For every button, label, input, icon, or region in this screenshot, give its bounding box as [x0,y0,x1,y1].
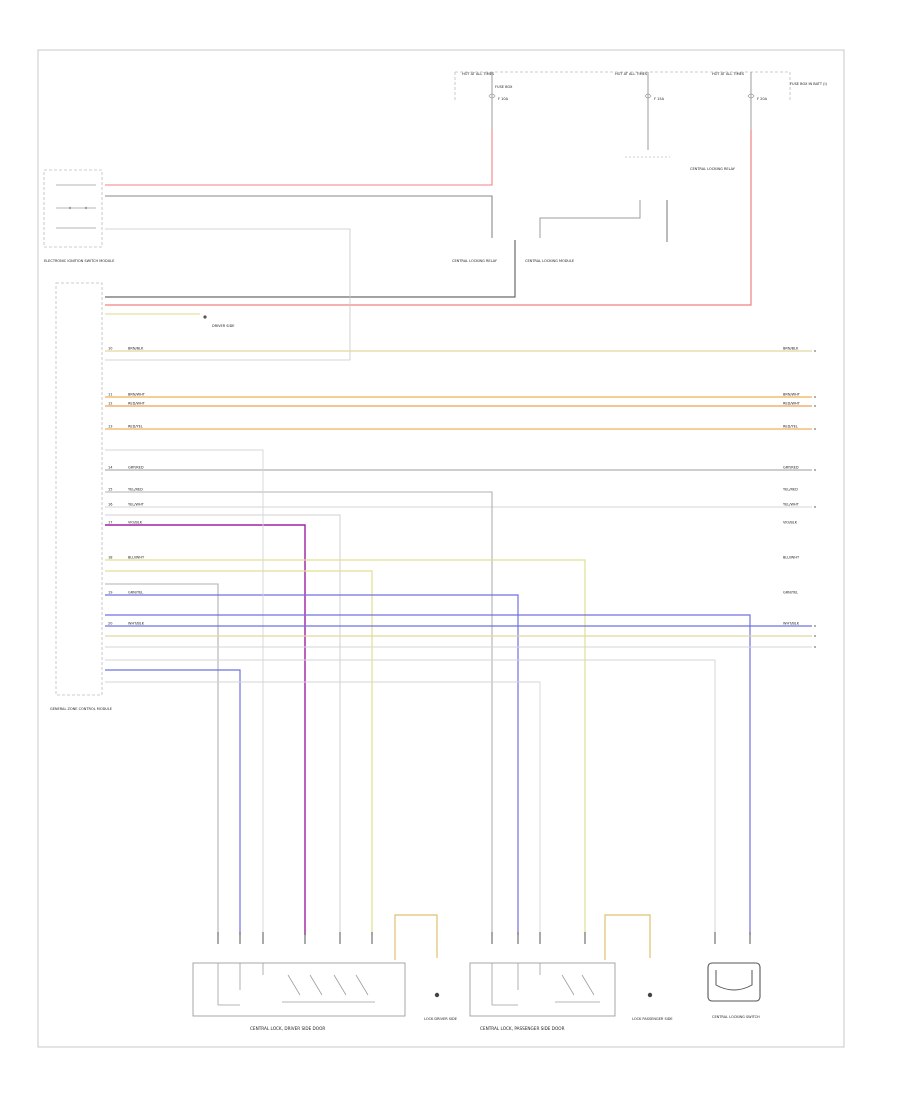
wire-color-label: VIO/BLK [128,521,143,525]
central-locking-switch-label: CENTRAL LOCKING SWITCH [712,1015,760,1019]
fuse-box-note: FUSE BOX IN BATT (I) [790,82,828,86]
relay-center-label: CENTRAL LOCKING RELAY [452,259,498,263]
fuse-b-label: F 15A [654,97,665,101]
wire-yellow-drop-1 [105,559,586,935]
wire-color-label: BLU/WHT [128,556,145,560]
wire-pin-label: 20 [108,622,112,626]
hot-at-all-times-mid: HOT AT ALL TIMES [615,72,648,76]
wire-pin-label: 14 [108,466,113,470]
wire-end-label: BLU/WHT [783,556,800,560]
wire-end-label: YEL/RED [783,488,798,492]
fuse-box-label: FUSE BOX [495,85,513,89]
passenger-door-pins [491,932,586,944]
wire-thin-loop [105,228,351,361]
fuse-c-label: F 20A [757,97,768,101]
switch-pins [714,932,751,944]
wire-end-label: WHT/BLK [783,622,800,626]
wire-end-label: VIO/BLK [783,521,798,525]
power-supply-group: HOT AT ALL TIMES HOT AT ALL TIMES HOT AT… [454,71,828,242]
fuse-left: FUSE BOX F 10A [488,72,513,130]
wire-pin-label: 17 [108,521,112,525]
wire-gray-drop-1 [105,491,493,935]
general-zone-control-module: GENERAL ZONE CONTROL MODULE [50,282,112,711]
wire-end-label: RED/YEL [783,425,798,429]
wire-dark-relay [105,240,516,298]
wire-blue-drop-2 [105,669,241,935]
wire-gray-ignition [105,195,493,238]
wire-thin-drop-2 [105,681,541,935]
wire-thin-drop [105,449,264,935]
wire-yellow-drop-2 [105,570,373,935]
wire-gray-drop-2 [105,583,219,935]
wire-pin-label: 11 [108,393,112,397]
lock-passenger-side-label: LOCK PASSENGER SIDE [632,1017,673,1021]
wire-end-label: GRN/YEL [783,591,798,595]
gzcm-label: GENERAL ZONE CONTROL MODULE [50,707,112,711]
central-locking-switch: CENTRAL LOCKING SWITCH [707,962,761,1019]
passenger-lock-indicator [647,992,653,998]
wire-color-label: YEL/WHT [128,503,145,507]
wire-violet-drop [105,524,306,935]
fuse-mid: F 15A [625,72,670,158]
wire-end-label: YEL/WHT [783,503,800,507]
wire-color-label: WHT/BLK [128,622,145,626]
central-lock-driver-door: CENTRAL LOCK, DRIVER SIDE DOOR [192,962,406,1031]
fuse-right: F 20A [747,72,768,130]
central-lock-passenger-door: CENTRAL LOCK, PASSENGER SIDE DOOR [469,962,616,1031]
wire-color-label: GRN/YEL [128,591,143,595]
wire-pin-label: 12 [108,402,112,406]
wire-tan-driver-loop [394,914,438,960]
driver-lock-indicator [434,992,440,998]
wire-color-label: BRN/BLK [128,347,144,351]
wire-end-label: BRN/BLK [783,347,799,351]
wire-pin-label: 13 [108,425,112,429]
wire-tan-passenger-loop [604,914,651,960]
wire-pin-label: 15 [108,488,112,492]
lock-driver-side-label: LOCK DRIVER SIDE [424,1017,457,1021]
right-edge-connectors [814,350,816,648]
wire-gray-right-drop [105,659,716,935]
hot-at-all-times-right: HOT AT ALL TIMES [712,72,745,76]
fuse-a-label: F 10A [498,97,509,101]
wire-red-power [105,130,752,306]
hot-at-all-times-left: HOT AT ALL TIMES [462,72,495,76]
wire-pin-label: 19 [108,591,112,595]
relay-label: CENTRAL LOCKING RELAY [690,167,736,171]
wire-blue-drop-1 [105,594,519,935]
wire-end-label: GRY/RED [783,466,799,470]
wire-blue-right [105,614,751,935]
wire-red-ignition [105,130,493,186]
lock-driver-label: DRIVER SIDE [212,324,234,328]
driver-door-pins [217,932,373,944]
ignition-module-label: ELECTRONIC IGNITION SWITCH MODULE [44,259,114,263]
diagram-frame [37,49,845,1048]
ignition-switch-module: ELECTRONIC IGNITION SWITCH MODULE [43,169,114,263]
wire-pin-label: 10 [108,347,112,351]
wire-color-label: YEL/RED [128,488,143,492]
wire-color-label: RED/WHT [128,402,146,406]
wire-pin-label: 18 [108,556,112,560]
wire-color-label: BRN/WHT [128,393,146,397]
wire-lightgray-drop [105,514,341,935]
wire-color-label: RED/YEL [128,425,143,429]
driver-door-lock-label: CENTRAL LOCK, DRIVER SIDE DOOR [250,1026,325,1031]
wire-end-label: RED/WHT [783,402,801,406]
wire-color-label: GRY/RED [128,466,144,470]
passenger-door-lock-label: CENTRAL LOCK, PASSENGER SIDE DOOR [480,1026,565,1031]
module-center-label: CENTRAL LOCKING MODULE [525,259,574,263]
wire-pin-label: 16 [108,503,112,507]
wire-labels: 10 BRN/BLK BRN/BLK 11 BRN/WHT BRN/WHT 12 RED/WH… [108,347,801,626]
wire-end-label: BRN/WHT [783,393,801,397]
